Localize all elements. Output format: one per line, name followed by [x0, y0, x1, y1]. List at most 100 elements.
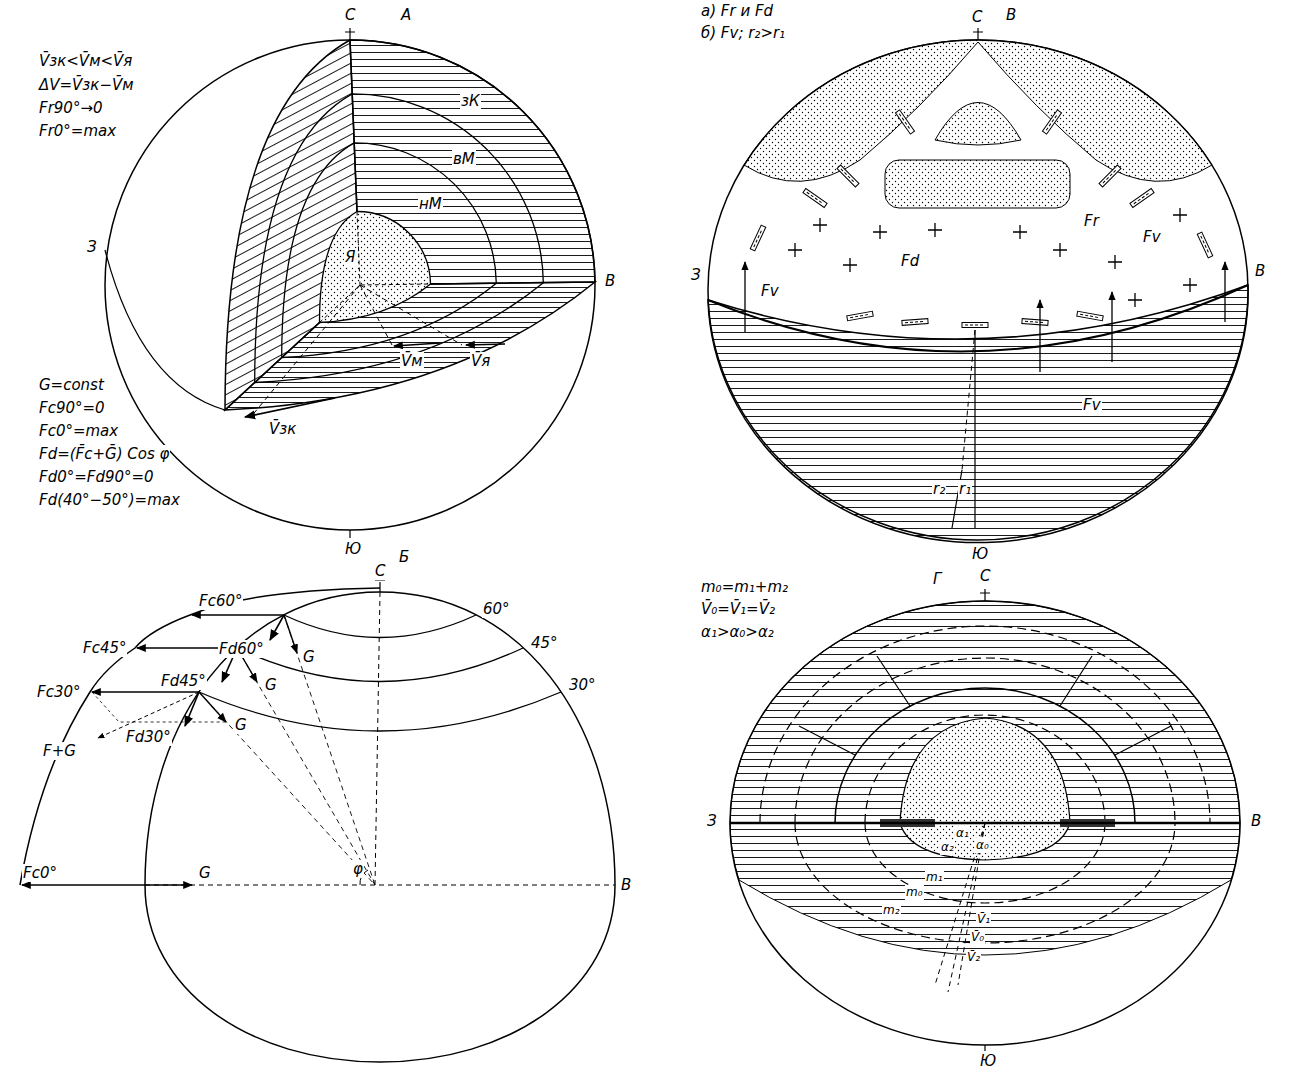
- text-label: V̄₁: [976, 912, 991, 927]
- drawing-part: [1022, 319, 1048, 326]
- drawing-part: [245, 398, 335, 417]
- layered-sphere-section: [730, 589, 1240, 1051]
- text-label: α₀: [975, 838, 990, 853]
- drawing-part: [980, 589, 990, 1051]
- drawing-part: [1039, 300, 1040, 372]
- text-label: Fv: [1082, 396, 1102, 414]
- text-label: Fr90°→0: [38, 99, 104, 117]
- drawing-part: [255, 94, 544, 383]
- text-label: В: [620, 876, 632, 894]
- drawing-part: [394, 343, 440, 346]
- drawing-part: [1077, 311, 1103, 320]
- text-label: V̄₀: [970, 930, 985, 945]
- drawing-part: [320, 212, 431, 323]
- text-label: 45°: [530, 634, 559, 652]
- text-label: зК: [460, 92, 481, 110]
- drawing-part: [788, 243, 802, 257]
- text-label: С: [344, 6, 356, 24]
- drawing-part: [750, 225, 766, 251]
- drawing-part: [250, 285, 462, 418]
- text-label: Ю: [979, 1052, 997, 1070]
- drawing-part: [185, 692, 199, 726]
- drawing-part: [952, 330, 975, 528]
- text-label: Fc30°: [36, 683, 81, 701]
- text-label: Fv: [760, 282, 780, 300]
- drawing-part: [730, 601, 1240, 1045]
- drawing-part: [744, 262, 745, 332]
- drawing-part: [1173, 208, 1187, 222]
- text-label: С: [374, 562, 386, 580]
- text-label: Fv: [1142, 228, 1162, 246]
- text-label: G: [264, 676, 278, 694]
- drawing-part: [708, 285, 1248, 543]
- text-label: Fc0°: [22, 864, 58, 882]
- drawing-part: [962, 330, 975, 470]
- drawing-part: [145, 592, 615, 1062]
- text-label: З: [706, 812, 718, 830]
- drawing-part: [902, 319, 928, 326]
- drawing-part: [962, 323, 988, 328]
- text-label: Ю: [344, 540, 362, 558]
- text-label: а) Fr и Fd: [700, 2, 774, 20]
- text-label: Fc60°: [198, 592, 243, 610]
- drawing-part: [895, 110, 914, 134]
- drawing-part: [199, 615, 375, 885]
- drawing-part: [345, 28, 355, 538]
- text-label: Fd0°=Fd90°=0: [38, 468, 155, 486]
- drawing-part: [847, 311, 873, 320]
- drawing-part: [192, 614, 284, 615]
- text-label: m₀=m₁+m₂: [700, 578, 789, 596]
- drawing-part: [255, 94, 544, 383]
- text-label: Fd=(F̄c+Ḡ) Cos φ: [38, 445, 170, 463]
- drawing-part: [284, 615, 297, 653]
- text-label: m₁: [925, 870, 944, 885]
- drawing-part: [730, 823, 1240, 955]
- drawing-part: [1099, 165, 1121, 187]
- drawing-part: [1108, 255, 1122, 269]
- drawing-part: [199, 615, 561, 731]
- drawing-part: [900, 718, 1070, 860]
- drawing-part: [813, 218, 827, 232]
- text-label: Fd(40°−50°)=max: [38, 491, 181, 509]
- text-label: З: [86, 238, 98, 256]
- drawing-part: [282, 143, 497, 358]
- drawing-part: [795, 823, 1175, 943]
- drawing-part: [145, 592, 615, 885]
- text-label: 30°: [568, 676, 597, 694]
- drawing-part: [22, 884, 145, 885]
- drawing-part: [320, 212, 431, 323]
- text-label: G: [198, 864, 212, 882]
- text-label: G: [302, 648, 316, 666]
- drawing-part: [20, 588, 380, 885]
- text-label: V̄м: [400, 352, 424, 370]
- drawing-part: [973, 28, 983, 40]
- drawing-part: [282, 143, 497, 358]
- text-label: G: [234, 716, 248, 734]
- text-label: б) Fv; r₂>r₁: [700, 24, 786, 42]
- text-label: вМ: [452, 150, 476, 168]
- drawing-part: [935, 103, 1021, 146]
- text-label: В: [1005, 6, 1017, 24]
- text-label: Б: [398, 548, 410, 566]
- text-label: α₁>α₀>α₂: [700, 623, 775, 641]
- drawing-part: [873, 225, 887, 239]
- earth-cutaway: [105, 28, 595, 538]
- drawing-part: [105, 40, 595, 530]
- drawing-part: [1053, 243, 1067, 257]
- drawing-part: [225, 282, 595, 410]
- drawing-part: [708, 285, 1248, 351]
- drawing-part: [799, 656, 1171, 755]
- text-label: Fd: [900, 252, 920, 270]
- text-label: В: [604, 272, 616, 290]
- drawing-part: [145, 884, 192, 885]
- text-label: Fc90°=0: [38, 399, 106, 417]
- text-label: α₂: [940, 840, 955, 855]
- text-label: А: [400, 6, 412, 24]
- text-label: Fr: [1083, 212, 1100, 230]
- drawing-part: [1224, 262, 1225, 322]
- text-label: Fr0°=max: [38, 122, 117, 140]
- drawing-part: [1183, 278, 1197, 292]
- text-label: Fc0°=max: [38, 422, 119, 440]
- text-label: 60°: [482, 600, 511, 618]
- drawing-part: [1111, 292, 1112, 362]
